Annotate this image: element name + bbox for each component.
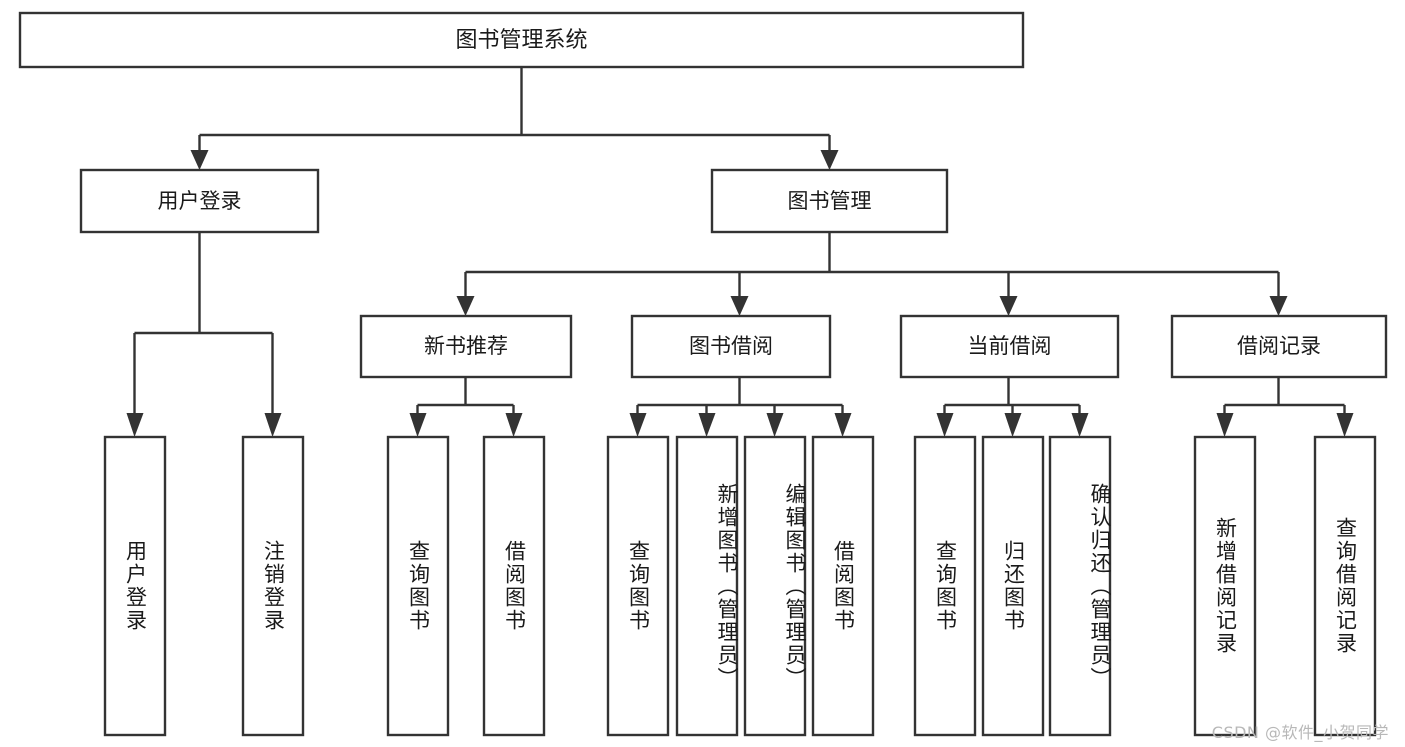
connectors-records-to-leaves <box>1216 377 1354 437</box>
arrow-borrow-to-leaf4 <box>834 413 852 437</box>
arrow-root-to-book-mgmt <box>820 150 839 170</box>
connectors-userlogin-to-leaves <box>126 232 282 437</box>
arrow-userlogin-to-leaf2 <box>264 413 282 437</box>
leaf-box-add-borrow-record[interactable] <box>1193 435 1257 737</box>
node-root-box[interactable] <box>18 11 1025 69</box>
arrow-root-to-user-login <box>190 150 209 170</box>
node-root-label: 图书管理系统 <box>455 28 587 53</box>
node-user-login[interactable]: 用户登录 <box>79 168 320 234</box>
connectors-borrow-to-leaves <box>629 377 852 437</box>
node-user-login-label: 用户登录 <box>158 189 242 213</box>
arrow-bookmgmt-to-current <box>999 296 1018 316</box>
connectors-root-to-level1 <box>190 67 839 170</box>
connectors-bookmgmt-to-level2 <box>456 232 1288 316</box>
leaf-box-confirm-return-admin[interactable] <box>1048 435 1112 737</box>
arrow-bookmgmt-to-records <box>1269 296 1288 316</box>
leaf-box-borrow-book[interactable] <box>811 435 875 737</box>
arrow-borrow-to-leaf3 <box>766 413 784 437</box>
node-root[interactable]: 图书管理系统 <box>18 11 1025 69</box>
leaf-box-query-borrow-record[interactable] <box>1313 435 1377 737</box>
leaf-box-query-books-rec[interactable] <box>386 435 450 737</box>
leaf-box-user-login[interactable] <box>103 435 167 737</box>
arrow-newbooks-to-leaf1 <box>409 413 427 437</box>
leaf-boxes <box>103 435 1377 737</box>
arrow-newbooks-to-leaf2 <box>505 413 523 437</box>
node-book-management-label: 图书管理 <box>788 189 872 213</box>
node-borrow-records-box[interactable] <box>1170 314 1388 379</box>
node-current-borrow[interactable]: 当前借阅 <box>899 314 1120 379</box>
leaf-box-edit-book-admin[interactable] <box>743 435 807 737</box>
node-new-book-recommend-label: 新书推荐 <box>424 334 508 358</box>
leaf-box-add-book-admin[interactable] <box>675 435 739 737</box>
node-book-borrow-box[interactable] <box>630 314 832 379</box>
node-book-management[interactable]: 图书管理 <box>710 168 949 234</box>
arrow-current-to-leaf2 <box>1004 413 1022 437</box>
arrow-records-to-leaf2 <box>1336 413 1354 437</box>
leaf-box-query-books-current[interactable] <box>913 435 977 737</box>
connectors-newbooks-to-leaves <box>409 377 523 437</box>
leaf-box-borrow-books-rec[interactable] <box>482 435 546 737</box>
node-new-book-recommend[interactable]: 新书推荐 <box>359 314 573 379</box>
arrow-bookmgmt-to-new-books <box>456 296 475 316</box>
leaf-box-query-books-borrow[interactable] <box>606 435 670 737</box>
arrow-borrow-to-leaf1 <box>629 413 647 437</box>
arrow-borrow-to-leaf2 <box>698 413 716 437</box>
arrow-userlogin-to-leaf1 <box>126 413 144 437</box>
arrow-records-to-leaf1 <box>1216 413 1234 437</box>
node-user-login-box[interactable] <box>79 168 320 234</box>
node-new-book-recommend-box[interactable] <box>359 314 573 379</box>
node-book-management-box[interactable] <box>710 168 949 234</box>
leaf-box-return-book[interactable] <box>981 435 1045 737</box>
node-borrow-records[interactable]: 借阅记录 <box>1170 314 1388 379</box>
leaf-box-logout[interactable] <box>241 435 305 737</box>
node-book-borrow-label: 图书借阅 <box>689 334 773 358</box>
arrow-bookmgmt-to-borrow <box>730 296 749 316</box>
watermark-text: CSDN @软件_小贺同学 <box>1211 723 1389 742</box>
node-borrow-records-label: 借阅记录 <box>1237 334 1321 358</box>
node-current-borrow-label: 当前借阅 <box>968 334 1052 358</box>
node-current-borrow-box[interactable] <box>899 314 1120 379</box>
arrow-current-to-leaf1 <box>936 413 954 437</box>
connectors-current-to-leaves <box>936 377 1089 437</box>
arrow-current-to-leaf3 <box>1071 413 1089 437</box>
node-book-borrow[interactable]: 图书借阅 <box>630 314 832 379</box>
